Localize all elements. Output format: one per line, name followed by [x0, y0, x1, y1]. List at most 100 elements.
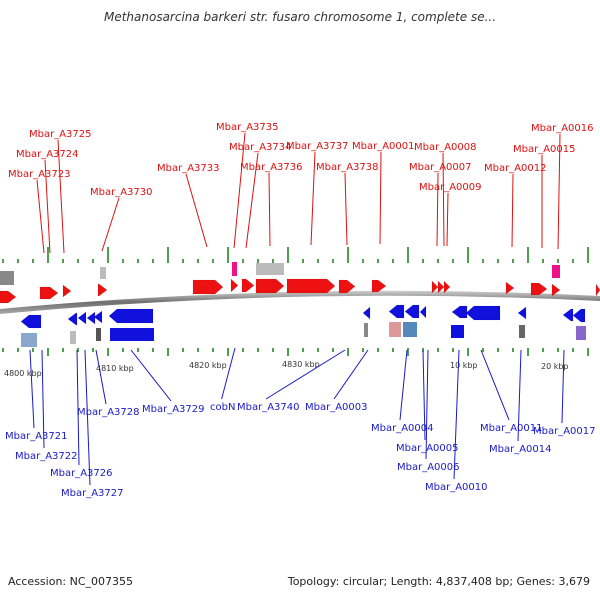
label-leader-line: [453, 349, 460, 480]
misc-feature: [96, 328, 101, 341]
label-leader-line: [442, 152, 445, 247]
reverse-gene-arrow: [419, 305, 427, 319]
scale-label: 4800 kbp: [4, 369, 42, 378]
pseudogene-block: [100, 267, 106, 279]
topology-summary: Topology: circular; Length: 4,837,408 bp…: [287, 575, 590, 588]
gene-label: Mbar_A0010: [425, 482, 488, 493]
gene-label: Mbar_A3721: [5, 431, 68, 442]
gene-label: Mbar_A3725: [29, 129, 92, 140]
gene-label: Mbar_A0003: [305, 402, 368, 413]
forward-gene-arrow: [443, 280, 451, 294]
gene-label: Mbar_A0001: [352, 141, 415, 152]
reverse-gene-block: [451, 325, 464, 338]
gene-label: Mbar_A3728: [77, 407, 140, 418]
scale-label: 4810 kbp: [96, 364, 134, 373]
forward-gene-arrow: [97, 283, 108, 297]
gene-label: Mbar_A0006: [397, 462, 460, 473]
label-leader-line: [185, 173, 208, 248]
gene-label: cobN: [210, 402, 235, 413]
gene-label: Mbar_A0011: [480, 423, 543, 434]
gene-label: Mbar_A3723: [8, 169, 71, 180]
gene-label: Mbar_A0015: [513, 144, 576, 155]
label-leader-line: [422, 349, 426, 441]
reverse-gene-arrow: [77, 311, 87, 325]
gene-label: Mbar_A0012: [484, 163, 547, 174]
forward-gene-arrow: [255, 278, 285, 294]
label-leader-line: [76, 349, 80, 466]
reverse-gene-arrow: [404, 304, 420, 319]
label-leader-line: [344, 172, 348, 246]
scale-label: 4820 kbp: [189, 361, 227, 370]
misc-feature: [364, 323, 368, 337]
reverse-gene-arrow: [562, 308, 574, 322]
gene-label: Mbar_A3737: [286, 141, 349, 152]
gene-label: Mbar_A0016: [531, 123, 594, 134]
gene-label: Mbar_A0017: [533, 426, 596, 437]
misc-feature: [519, 325, 525, 338]
gene-label: Mbar_A3734: [229, 142, 292, 153]
label-leader-line: [379, 151, 382, 245]
label-leader-line: [101, 197, 120, 252]
forward-gene-arrow: [371, 279, 387, 293]
reverse-gene-arrow: [465, 305, 501, 321]
rna-feature: [232, 262, 237, 276]
label-leader-line: [310, 151, 316, 246]
forward-gene-arrow: [241, 278, 255, 293]
forward-gene-arrow: [551, 283, 561, 297]
forward-gene-arrow: [0, 290, 17, 304]
gene-label: Mbar_A0007: [409, 162, 472, 173]
label-leader-line: [41, 349, 45, 449]
scale-label: 20 kbp: [541, 362, 569, 371]
label-leader-line: [29, 349, 35, 429]
label-leader-line: [446, 192, 449, 247]
label-leader-line: [36, 179, 45, 254]
gene-label: Mbar_A3735: [216, 122, 279, 133]
gene-label: Mbar_A3740: [237, 402, 300, 413]
reverse-gene-arrow: [388, 304, 405, 319]
reverse-gene-arrow: [572, 308, 586, 323]
forward-gene-arrow: [530, 282, 548, 296]
forward-gene-arrow: [595, 283, 600, 297]
label-leader-line: [221, 347, 236, 400]
label-leader-line: [233, 132, 246, 249]
reverse-gene-arrow: [517, 306, 527, 320]
forward-gene-arrow: [286, 278, 336, 294]
gene-label: Mbar_A3726: [50, 468, 113, 479]
label-leader-line: [511, 173, 514, 248]
gene-label: Mbar_A3722: [15, 451, 78, 462]
label-leader-line: [399, 349, 408, 421]
forward-gene-arrow: [62, 284, 72, 298]
gene-label: Mbar_A3724: [16, 149, 79, 160]
pseudogene-block: [256, 263, 284, 275]
label-leader-line: [561, 349, 565, 424]
gene-label: Mbar_A0004: [371, 423, 434, 434]
scale-label: 4830 kbp: [282, 360, 320, 369]
reverse-gene-arrow: [20, 314, 42, 329]
misc-feature: [21, 333, 37, 347]
gene-label: Mbar_A3738: [316, 162, 379, 173]
label-leader-line: [57, 139, 65, 254]
forward-gene-arrow: [338, 279, 356, 294]
label-leader-line: [480, 349, 510, 421]
label-leader-line: [425, 349, 429, 460]
label-leader-line: [268, 172, 271, 247]
misc-feature: [576, 326, 586, 340]
reverse-gene-block: [110, 328, 154, 341]
forward-gene-arrow: [39, 286, 59, 300]
misc-feature: [389, 322, 401, 337]
reverse-gene-arrow: [451, 305, 468, 319]
forward-gene-arrow: [230, 278, 239, 293]
gene-label: Mbar_A3730: [90, 187, 153, 198]
misc-feature: [70, 331, 76, 344]
forward-gene-arrow: [437, 280, 445, 294]
label-leader-line: [84, 349, 91, 486]
gene-label: Mbar_A3736: [240, 162, 303, 173]
misc-feature: [403, 322, 417, 337]
reverse-gene-arrow: [67, 312, 78, 326]
forward-gene-arrow: [431, 280, 439, 294]
label-leader-line: [333, 349, 369, 400]
accession-text: Accession: NC_007355: [8, 575, 134, 588]
label-leader-line: [557, 133, 561, 250]
